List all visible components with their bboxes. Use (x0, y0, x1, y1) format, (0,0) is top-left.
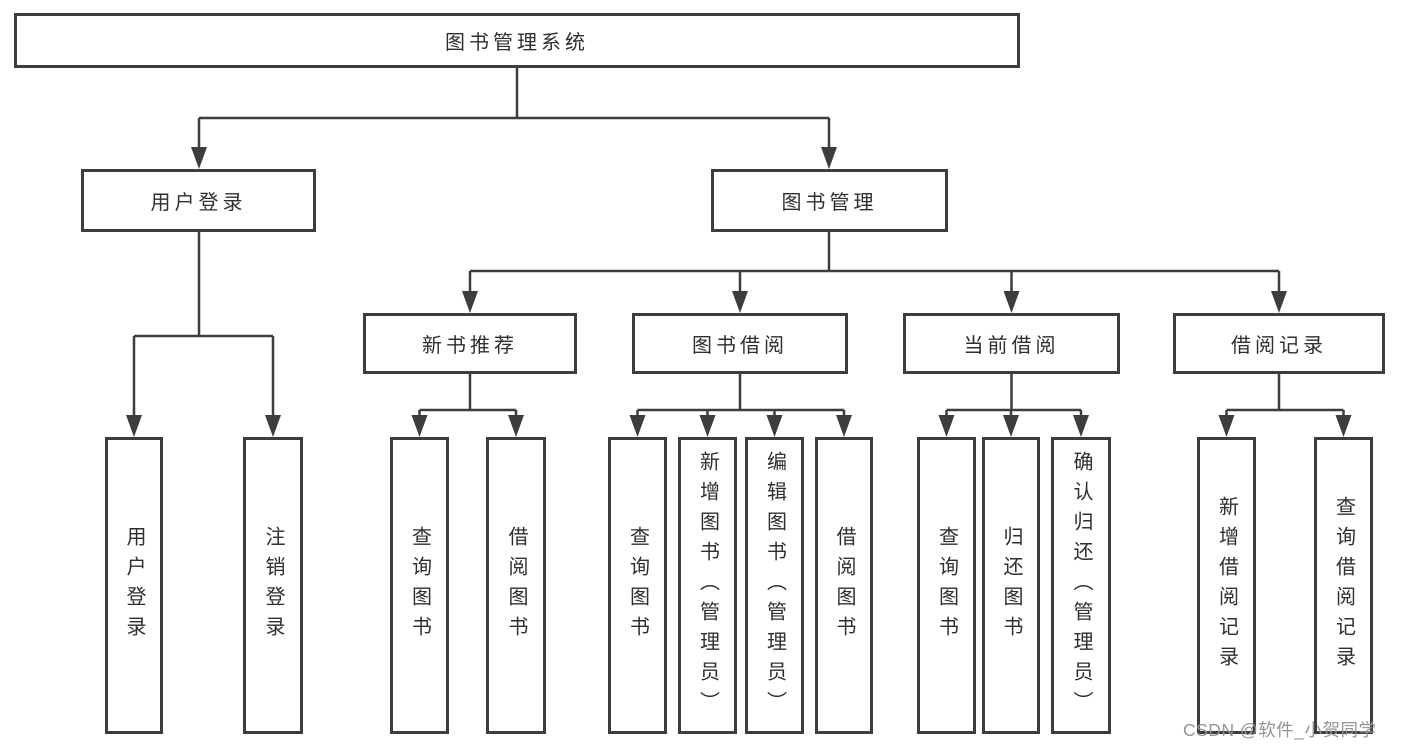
node-user-login: 用户登录 (81, 169, 316, 232)
connector-path (418, 374, 518, 419)
node-current-borrow-label: 当前借阅 (963, 335, 1060, 357)
arrowhead-icon (411, 415, 428, 437)
connector-current-borrow (938, 374, 1089, 437)
leaf-bb-add-books-admin-label: 新增图书（管理员） (696, 450, 719, 721)
arrowhead-icon (836, 415, 852, 437)
connector-path (468, 232, 1281, 295)
leaf-br-add-record-label: 新增借阅记录 (1215, 495, 1238, 676)
arrowhead-icon (1218, 415, 1235, 437)
leaf-bb-borrow-books: 借阅图书 (815, 437, 873, 734)
arrowhead-icon (1073, 415, 1089, 437)
node-book-management: 图书管理 (711, 169, 948, 232)
leaf-bb-query-books: 查询图书 (608, 437, 667, 734)
leaf-cb-confirm-return-admin: 确认归还（管理员） (1051, 437, 1111, 734)
leaf-user-login-label: 用户登录 (123, 525, 145, 646)
leaf-nb-borrow-books: 借阅图书 (486, 437, 546, 734)
arrowhead-icon (732, 291, 748, 313)
node-borrow-records: 借阅记录 (1173, 313, 1385, 374)
leaf-cb-return-books: 归还图书 (982, 437, 1040, 734)
arrowhead-icon (938, 415, 955, 437)
node-borrow-records-label: 借阅记录 (1231, 335, 1327, 357)
arrowhead-icon (821, 147, 837, 169)
arrowhead-icon (191, 147, 207, 169)
leaf-logout-label: 注销登录 (262, 525, 284, 646)
arrowhead-icon (1271, 291, 1287, 313)
connector-path (945, 374, 1083, 419)
leaf-logout: 注销登录 (243, 437, 303, 734)
connector-book-borrow (629, 374, 852, 437)
leaf-bb-edit-books-admin-label: 编辑图书（管理员） (763, 450, 786, 721)
node-current-borrow: 当前借阅 (903, 313, 1120, 374)
arrowhead-icon (766, 415, 783, 437)
connector-book-management (462, 232, 1287, 313)
arrowhead-icon (462, 291, 478, 313)
node-new-book-recommend-label: 新书推荐 (422, 335, 518, 357)
leaf-nb-query-books-label: 查询图书 (408, 525, 431, 646)
node-book-borrow-label: 图书借阅 (692, 335, 788, 357)
arrowhead-icon (1003, 291, 1020, 313)
connector-path (132, 232, 275, 419)
leaf-bb-edit-books-admin: 编辑图书（管理员） (745, 437, 804, 734)
leaf-nb-borrow-books-label: 借阅图书 (505, 525, 527, 646)
connector-user-login (126, 232, 281, 437)
node-root-label: 图书管理系统 (445, 32, 589, 54)
leaf-user-login: 用户登录 (105, 437, 163, 734)
node-new-book-recommend: 新书推荐 (363, 313, 577, 374)
arrowhead-icon (1335, 415, 1352, 437)
connector-path (1225, 374, 1345, 419)
leaf-bb-query-books-label: 查询图书 (626, 525, 649, 646)
leaf-br-query-record-label: 查询借阅记录 (1332, 495, 1355, 676)
arrowhead-icon (699, 415, 716, 437)
leaf-cb-confirm-return-admin-label: 确认归还（管理员） (1070, 450, 1092, 721)
leaf-bb-add-books-admin: 新增图书（管理员） (678, 437, 737, 734)
node-user-login-label: 用户登录 (150, 192, 247, 214)
node-root: 图书管理系统 (14, 13, 1020, 68)
arrowhead-icon (508, 415, 524, 437)
leaf-bb-borrow-books-label: 借阅图书 (833, 525, 855, 646)
connector-new-book (411, 374, 524, 437)
leaf-cb-query-books-label: 查询图书 (935, 525, 958, 646)
node-book-management-label: 图书管理 (781, 192, 878, 214)
csdn-watermark: CSDN @软件_小贺同学 (1183, 720, 1377, 740)
arrowhead-icon (126, 415, 142, 437)
arrowhead-icon (629, 415, 646, 437)
leaf-br-add-record: 新增借阅记录 (1197, 437, 1256, 734)
connector-borrow-records (1218, 374, 1352, 437)
leaf-cb-return-books-label: 归还图书 (1000, 525, 1022, 646)
leaf-nb-query-books: 查询图书 (390, 437, 449, 734)
node-book-borrow: 图书借阅 (632, 313, 848, 374)
connector-path (197, 68, 831, 151)
leaf-br-query-record: 查询借阅记录 (1314, 437, 1373, 734)
arrowhead-icon (1003, 415, 1019, 437)
connector-root (191, 68, 837, 169)
leaf-cb-query-books: 查询图书 (917, 437, 976, 734)
connector-path (636, 374, 846, 419)
arrowhead-icon (265, 415, 281, 437)
